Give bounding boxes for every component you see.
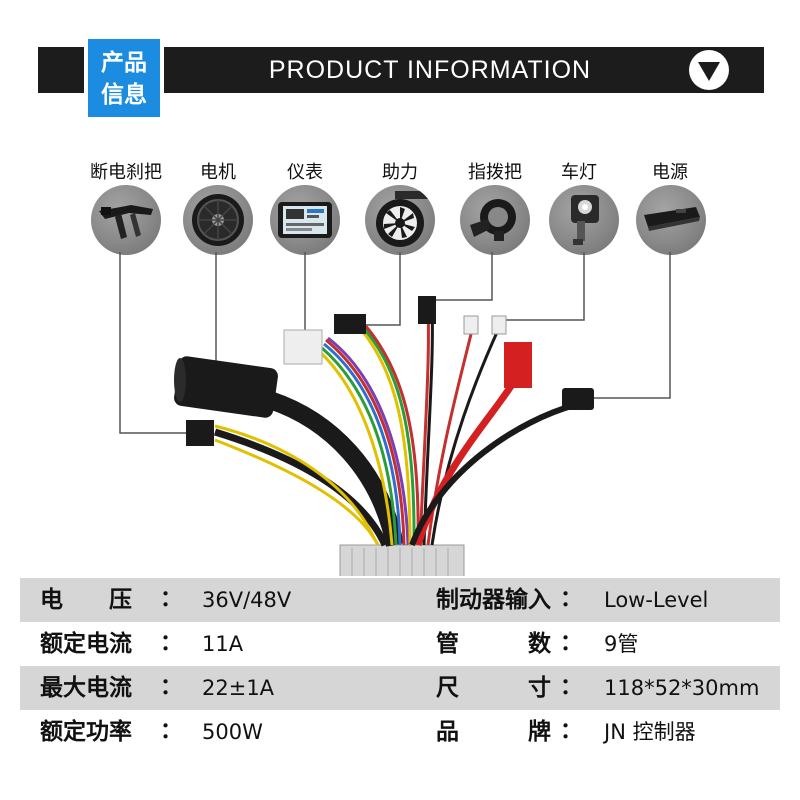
spec-key-brand: 品 牌	[436, 719, 551, 745]
spec-row: 电 压 ： 36V/48V 制动器输入 ： Low-Level	[20, 578, 780, 622]
spec-row: 额定功率 ： 500W 品 牌 ： JN 控制器	[20, 710, 780, 754]
thumb-throttle-icon	[460, 185, 530, 255]
hub-motor-icon	[183, 185, 253, 255]
spec-colon: ：	[160, 631, 183, 656]
spec-colon: ：	[560, 719, 583, 744]
badge-line-2: 信息	[101, 82, 147, 108]
spec-key-max-current: 最大电流	[40, 675, 132, 701]
spec-colon: ：	[560, 587, 583, 612]
page-title: PRODUCT INFORMATION	[268, 56, 592, 84]
lcd-meter-icon	[270, 185, 340, 255]
component-label-brake: 断电刹把	[90, 162, 162, 183]
component-label-meter: 仪表	[287, 162, 323, 183]
component-label-motor: 电机	[200, 162, 236, 183]
spec-value-rated-current: 11A	[202, 632, 244, 656]
spec-value-brake-input: Low-Level	[604, 588, 709, 612]
brake-lever-icon	[91, 185, 161, 255]
component-label-light: 车灯	[561, 162, 597, 183]
battery-icon	[636, 185, 706, 255]
spec-colon: ：	[160, 719, 183, 744]
spec-key-brake-input: 制动器输入	[436, 587, 551, 613]
controller-wiring-image	[119, 252, 671, 576]
spec-value-mosfet-count: 9管	[604, 632, 639, 656]
spec-colon: ：	[160, 587, 183, 612]
headlight-icon	[549, 185, 619, 255]
spec-value-brand: JN 控制器	[604, 720, 696, 744]
spec-value-size: 118*52*30mm	[604, 676, 760, 700]
product-info-badge: 产品 信息	[84, 35, 164, 121]
chevron-down-icon	[689, 50, 729, 90]
spec-table: 电 压 ： 36V/48V 制动器输入 ： Low-Level 额定电流 ： 1…	[0, 576, 800, 800]
component-label-power: 电源	[652, 162, 688, 183]
spec-key-size: 尺 寸	[436, 675, 551, 701]
spec-value-rated-power: 500W	[202, 720, 263, 744]
spec-colon: ：	[560, 675, 583, 700]
spec-key-rated-current: 额定电流	[40, 631, 132, 657]
spec-colon: ：	[160, 675, 183, 700]
spec-value-voltage: 36V/48V	[202, 588, 292, 612]
spec-row: 额定电流 ： 11A 管 数 ： 9管	[20, 622, 780, 666]
spec-colon: ：	[560, 631, 583, 656]
component-label-pas: 助力	[382, 162, 418, 183]
spec-key-rated-power: 额定功率	[40, 719, 132, 745]
spec-key-mosfet-count: 管 数	[436, 631, 551, 657]
spec-key-voltage: 电 压	[40, 587, 132, 613]
component-label-throttle: 指拨把	[468, 162, 522, 183]
badge-line-1: 产品	[101, 50, 147, 76]
spec-row: 最大电流 ： 22±1A 尺 寸 ： 118*52*30mm	[20, 666, 780, 710]
spec-value-max-current: 22±1A	[202, 676, 275, 700]
pas-sensor-icon	[365, 185, 435, 255]
